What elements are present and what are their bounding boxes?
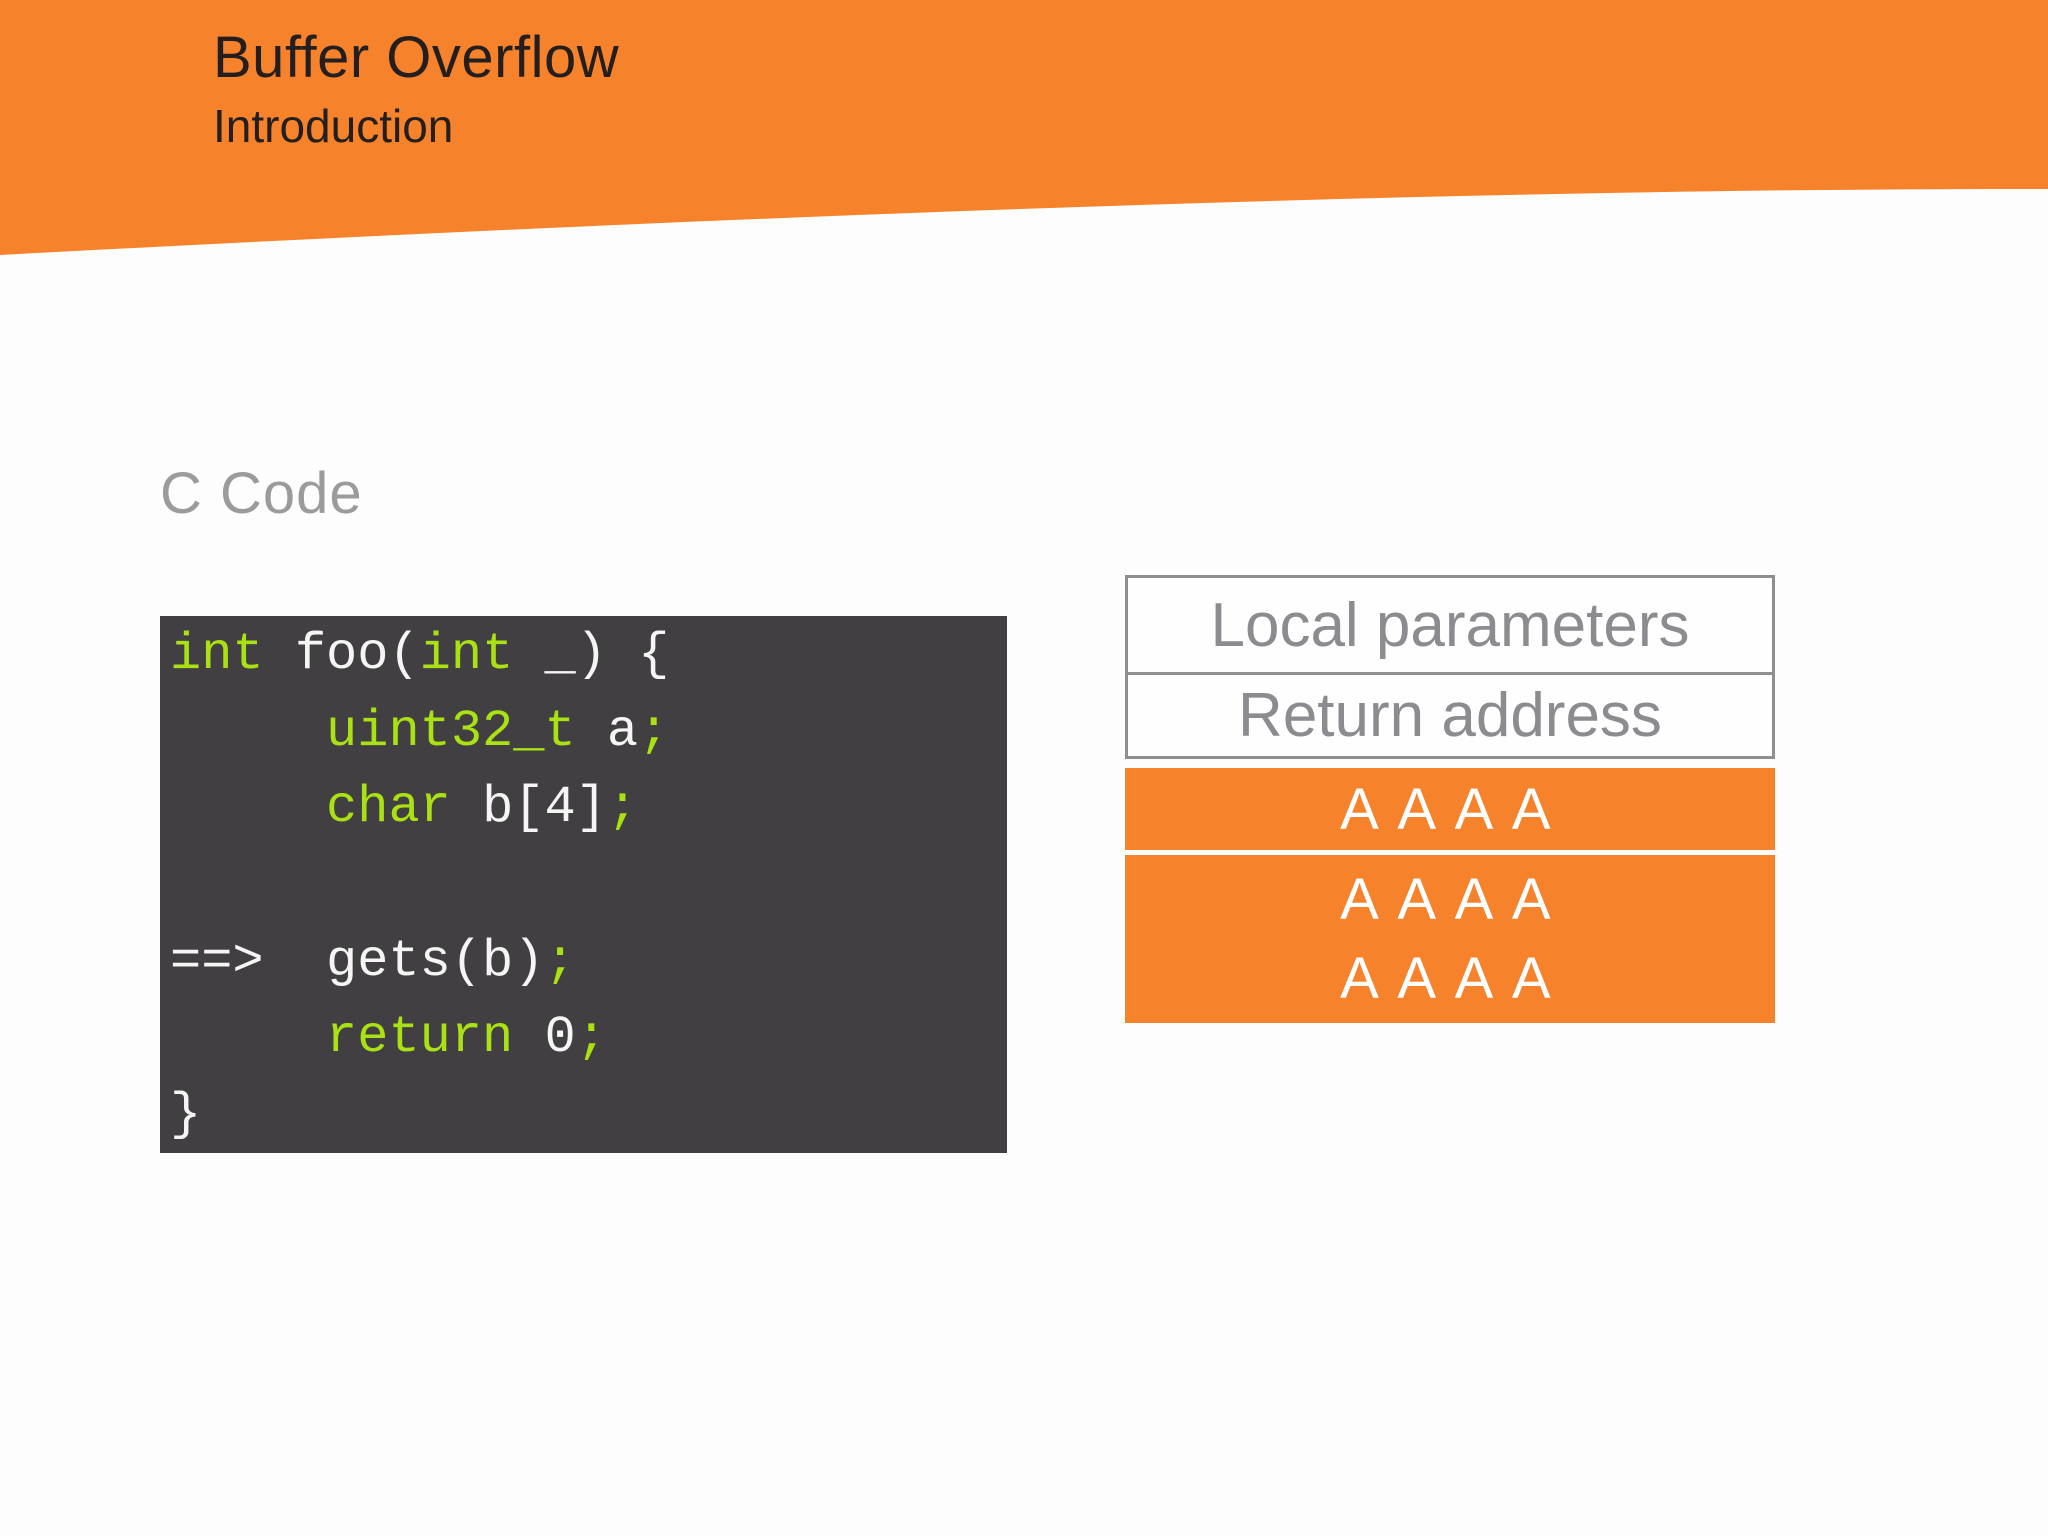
stack-box-label: Local parameters	[1210, 590, 1690, 660]
page-subtitle: Introduction	[213, 99, 454, 152]
code-line: char b[4];	[170, 769, 1007, 846]
code-line: ==> gets(b);	[170, 923, 1007, 1000]
page-title: Buffer Overflow	[213, 25, 620, 90]
code-token: }	[170, 1084, 202, 1144]
code-token: char	[326, 778, 451, 838]
header-band	[0, 0, 2048, 255]
code-block: int foo(int _) { uint32_t a; char b[4];=…	[160, 616, 1007, 1153]
stack-box-overflow: AAAA AAAA	[1125, 855, 1775, 1023]
code-token: 0	[513, 1008, 576, 1068]
code-token	[170, 778, 326, 837]
code-line	[170, 846, 1007, 923]
code-token: ==> gets(b)	[170, 931, 545, 991]
code-token: b[4]	[450, 778, 607, 838]
stack-box-value: AAAA	[1340, 867, 1570, 933]
stack-box-local-parameters: Local parameters	[1125, 575, 1775, 675]
code-line: uint32_t a;	[170, 693, 1007, 770]
code-token	[170, 702, 326, 761]
code-token: int	[170, 624, 264, 684]
stack-box-value: AAAA	[1340, 945, 1570, 1011]
code-token: uint32_t	[326, 701, 576, 761]
code-token: return	[326, 1008, 514, 1068]
code-line: int foo(int _) {	[170, 616, 1007, 693]
code-line: return 0;	[170, 999, 1007, 1076]
code-token	[170, 1008, 326, 1067]
code-token: foo(	[263, 624, 420, 684]
header-band-shape	[0, 0, 2048, 255]
stack-box-label: Return address	[1238, 681, 1662, 750]
code-token: ;	[606, 778, 639, 838]
code-token: int	[419, 624, 514, 684]
code-token: _) {	[513, 624, 670, 684]
stack-box-return-address: Return address	[1125, 672, 1775, 759]
code-token: ;	[638, 701, 670, 761]
stack-box-value: AAAA	[1340, 776, 1570, 842]
code-token: ;	[575, 1008, 607, 1068]
stack-box-overflow: AAAA	[1125, 768, 1775, 850]
code-token: ;	[544, 931, 576, 991]
code-token: a	[575, 701, 639, 761]
header-titles: Buffer Overflow Introduction	[213, 25, 620, 152]
section-label: C Code	[160, 461, 363, 526]
code-line: }	[170, 1076, 1007, 1153]
